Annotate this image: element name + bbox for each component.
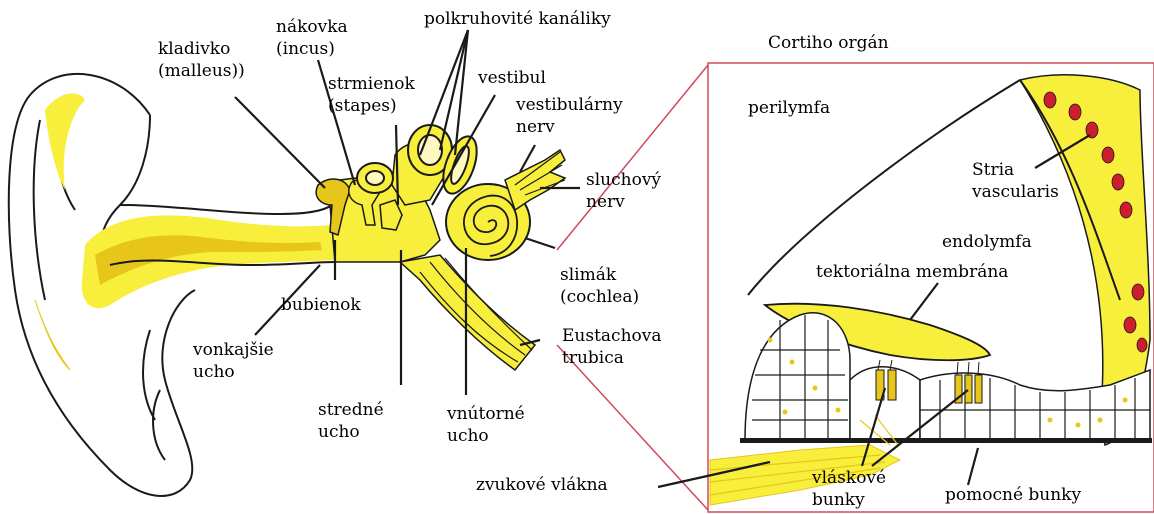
label-malleus: (malleus)) bbox=[158, 61, 245, 82]
label-zvukove-vlakna: zvukové vlákna bbox=[476, 475, 608, 496]
label-stria: Stria bbox=[972, 160, 1014, 181]
label-nakovka: nákovka bbox=[276, 17, 348, 38]
label-vonkajsie: vonkajšie bbox=[193, 340, 274, 361]
label-vnutorne: vnútorné bbox=[447, 404, 525, 425]
label-vlaskove: vláskové bbox=[812, 468, 886, 489]
label-endolymfa: endolymfa bbox=[942, 232, 1032, 253]
label-polkruhovite-kanaliky: polkruhovité kanáliky bbox=[424, 9, 611, 30]
label-cochlea: (cochlea) bbox=[560, 287, 639, 308]
label-kladivko: kladivko bbox=[158, 39, 230, 60]
label-ucho-outer: ucho bbox=[193, 362, 235, 383]
label-sluchovy: sluchový bbox=[586, 170, 661, 191]
label-vestibularny: vestibulárny bbox=[516, 95, 623, 116]
label-ucho-middle: ucho bbox=[318, 422, 360, 443]
label-nerv-vestibular: nerv bbox=[516, 117, 555, 138]
label-ucho-inner: ucho bbox=[447, 426, 489, 447]
label-vestibul: vestibul bbox=[478, 68, 546, 89]
concha-shading bbox=[35, 300, 70, 370]
label-bubienok: bubienok bbox=[281, 295, 361, 316]
basilar-membrane bbox=[740, 438, 1152, 443]
label-pomocne-bunky: pomocné bunky bbox=[945, 485, 1081, 506]
label-vascularis: vascularis bbox=[972, 182, 1059, 203]
label-incus: (incus) bbox=[276, 39, 335, 60]
label-strmienok: strmienok bbox=[328, 74, 415, 95]
label-slimak: slimák bbox=[560, 265, 616, 286]
label-bunky-hair: bunky bbox=[812, 490, 865, 511]
label-trubica: trubica bbox=[562, 348, 624, 369]
label-perilymfa: perilymfa bbox=[748, 98, 830, 119]
label-cortiho-organ: Cortiho orgán bbox=[768, 33, 889, 54]
pinna-fold-shading bbox=[45, 93, 85, 190]
label-stapes: (stapes) bbox=[328, 96, 397, 117]
label-stredne: stredné bbox=[318, 400, 384, 421]
auditory-nerve bbox=[505, 150, 565, 210]
label-eustachova: Eustachova bbox=[562, 326, 662, 347]
label-nerv-auditory: nerv bbox=[586, 192, 625, 213]
label-tektorialna-membrana: tektoriálna membrána bbox=[816, 262, 1008, 283]
